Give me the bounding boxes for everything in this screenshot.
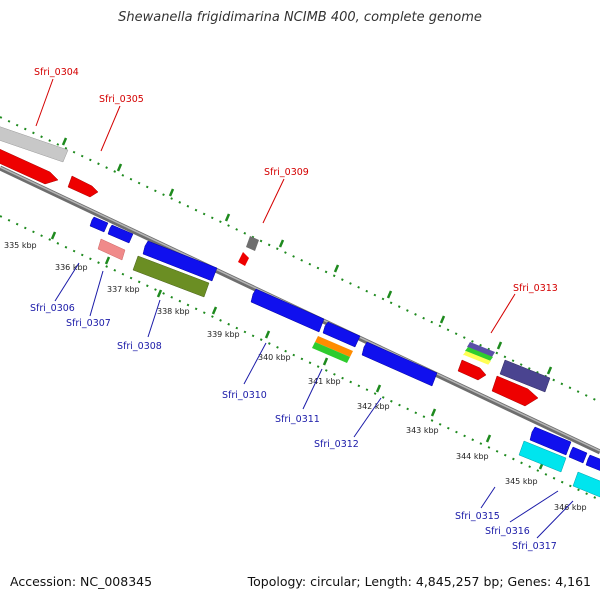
gene-blue-c: [142, 240, 218, 282]
gene-red-3: [491, 375, 539, 407]
gene-blue-a: [89, 216, 109, 233]
gene-label-sfri-0317: Sfri_0317: [512, 541, 557, 552]
kbp-label: 340 kbp: [258, 353, 291, 362]
gene-label-sfri-0308: Sfri_0308: [117, 341, 162, 352]
gene-blue-f: [361, 341, 438, 387]
gene-label-sfri-0310: Sfri_0310: [222, 390, 267, 401]
kbp-label: 339 kbp: [207, 330, 240, 339]
forward-gene-labels: Sfri_0304 Sfri_0305 Sfri_0309 Sfri_0313: [34, 67, 558, 294]
gene-red-2: [457, 359, 487, 381]
genome-summary: Topology: circular; Length: 4,845,257 bp…: [247, 574, 591, 589]
gene-blue-i: [585, 454, 600, 471]
accession-label: Accession: NC_008345: [10, 574, 153, 589]
gene-sfri-0309-red: [238, 252, 249, 266]
gene-sfri-0309-grey: [246, 236, 259, 251]
gene-label-sfri-0306: Sfri_0306: [30, 303, 75, 314]
gene-blue-e: [322, 321, 361, 348]
kbp-labels: 335 kbp 336 kbp 337 kbp 338 kbp 339 kbp …: [4, 241, 587, 512]
gene-label-sfri-0313: Sfri_0313: [513, 283, 558, 294]
gene-label-sfri-0305: Sfri_0305: [99, 94, 144, 105]
kbp-label: 336 kbp: [55, 263, 88, 272]
gene-sfri-0308: [132, 255, 210, 298]
gene-blue-h: [568, 446, 588, 464]
gene-label-sfri-0315: Sfri_0315: [455, 511, 500, 522]
outer-major-ticks: [61, 137, 553, 375]
kbp-label: 338 kbp: [157, 307, 190, 316]
gene-red-1: [0, 148, 59, 185]
kbp-label: 346 kbp: [554, 503, 587, 512]
gene-label-sfri-0307: Sfri_0307: [66, 318, 111, 329]
gene-blue-g: [529, 426, 572, 456]
kbp-label: 341 kbp: [308, 377, 341, 386]
leader-lines-forward: [35, 78, 516, 334]
gene-sfri-0317: [572, 471, 600, 498]
gene-blue-d: [250, 288, 325, 333]
gene-label-sfri-0316: Sfri_0316: [485, 526, 530, 537]
gene-sfri-0315: [518, 440, 567, 473]
reverse-gene-labels: Sfri_0306 Sfri_0307 Sfri_0308 Sfri_0310 …: [30, 303, 557, 552]
kbp-label: 345 kbp: [505, 477, 538, 486]
gene-label-sfri-0304: Sfri_0304: [34, 67, 79, 78]
gene-blue-b: [107, 224, 134, 244]
kbp-label: 337 kbp: [107, 285, 140, 294]
gene-sfri-0313-stack: [462, 342, 495, 368]
gene-label-sfri-0311: Sfri_0311: [275, 414, 320, 425]
gene-sfri-0306: [97, 238, 126, 261]
inner-dotted-track: [0, 215, 600, 501]
gene-sfri-0311-stack: [312, 336, 353, 363]
gene-sfri-0305: [67, 175, 99, 198]
gene-purple: [499, 359, 551, 393]
kbp-label: 335 kbp: [4, 241, 37, 250]
kbp-label: 344 kbp: [456, 452, 489, 461]
kbp-label: 343 kbp: [406, 426, 439, 435]
kbp-label: 342 kbp: [357, 402, 390, 411]
gene-label-sfri-0312: Sfri_0312: [314, 439, 359, 450]
gene-sfri-0304: [0, 126, 69, 163]
map-title: Shewanella frigidimarina NCIMB 400, comp…: [118, 10, 482, 25]
leader-lines-reverse: [54, 262, 574, 539]
gene-label-sfri-0309: Sfri_0309: [264, 167, 309, 178]
